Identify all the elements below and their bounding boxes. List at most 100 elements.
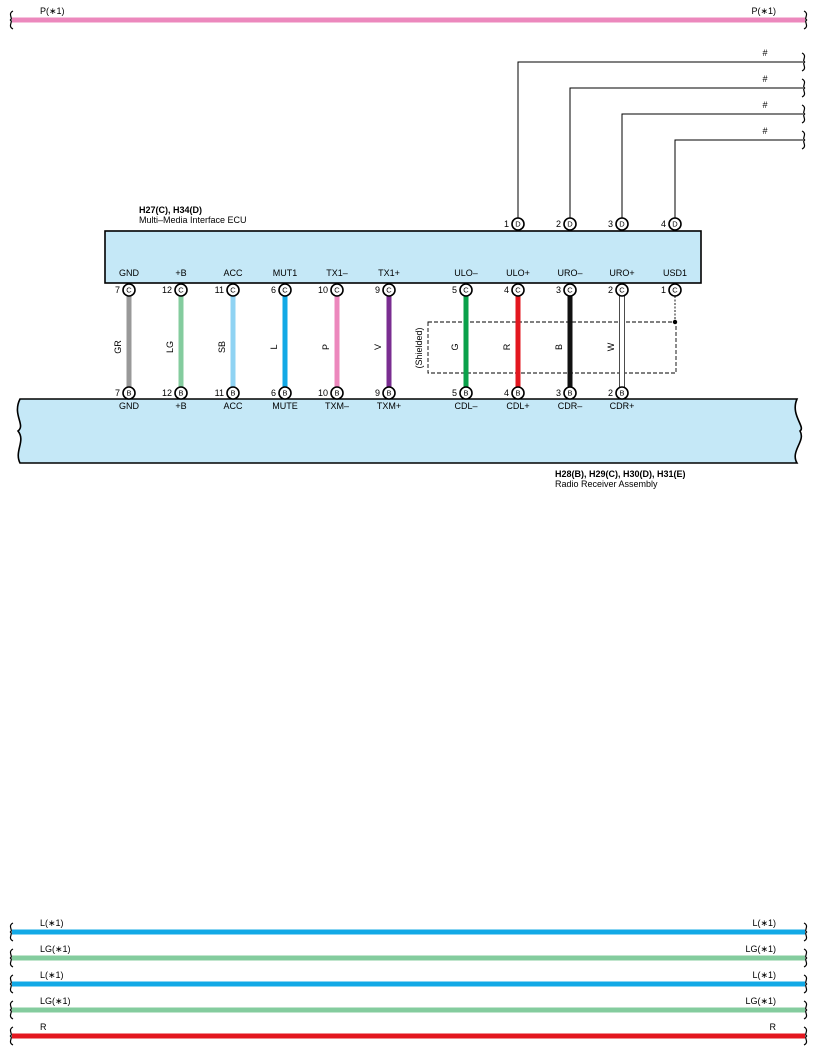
bottom-4-label-right: R: [770, 1022, 777, 1032]
top-connector: D: [668, 217, 682, 231]
lead-break: [801, 52, 806, 72]
radio-box: [16, 398, 803, 464]
top-connector: D: [563, 217, 577, 231]
lead-break: [801, 130, 806, 150]
ecu-pin-number: 2: [608, 285, 613, 295]
top-bus: P(∗1) P(∗1): [12, 6, 805, 23]
lead-wire: [569, 87, 803, 218]
radio-pin-number: 12: [162, 388, 172, 398]
ecu-name: Multi–Media Interface ECU: [139, 215, 247, 225]
radio-connector: B: [563, 386, 577, 400]
top-pin-number: 3: [608, 219, 613, 229]
connector-letter: B: [515, 389, 520, 398]
connector-ring: [226, 283, 240, 297]
radio-pin-number: 4: [504, 388, 509, 398]
lead-label: #: [762, 100, 767, 110]
ecu-pin-number: 10: [318, 285, 328, 295]
bottom-1-bus: LG(∗1)LG(∗1): [12, 944, 805, 961]
ecu-connector: C: [615, 283, 629, 297]
shield-label: (Shielded): [414, 327, 424, 368]
radio-pin-label: +B: [175, 401, 186, 411]
bottom-3-bus: LG(∗1)LG(∗1): [12, 996, 805, 1013]
wire-code: V: [373, 344, 383, 350]
radio-pin-number: 11: [215, 388, 224, 398]
usd-pin-number: 1: [661, 285, 666, 295]
bottom-0-left-break: [9, 922, 14, 942]
connector-ring: [563, 386, 577, 400]
connector-ring: [563, 283, 577, 297]
connector-letter: D: [619, 220, 625, 229]
radio-connector: B: [122, 386, 136, 400]
connector-ring: [511, 283, 525, 297]
radio-pin-number: 10: [318, 388, 328, 398]
radio-pin-label: ACC: [223, 401, 243, 411]
radio-connector: B: [226, 386, 240, 400]
radio-pin-label: TXM+: [377, 401, 401, 411]
connector-ring: [511, 217, 525, 231]
connector-letter: C: [619, 286, 625, 295]
connector-letter: B: [463, 389, 468, 398]
connector-ring: [615, 283, 629, 297]
connector-ring: [668, 217, 682, 231]
bottom-0-label-right: L(∗1): [752, 918, 776, 928]
top-pin-2: #3: [608, 100, 803, 229]
lead-label: #: [762, 74, 767, 84]
ecu-pin-number: 5: [452, 285, 457, 295]
bottom-0-label-left: L(∗1): [40, 918, 64, 928]
wire-5: TX1+TXM+V99: [373, 268, 401, 411]
lead-label: #: [762, 48, 767, 58]
radio-pin-number: 2: [608, 388, 613, 398]
ecu-pin-label: ACC: [223, 268, 243, 278]
top-pin-number: 1: [504, 219, 509, 229]
bottom-4-right-break: [803, 1026, 808, 1046]
ecu-connector: C: [563, 283, 577, 297]
bottom-1-left-break: [9, 948, 14, 968]
wire-code: B: [554, 344, 564, 350]
wire-code: G: [450, 343, 460, 350]
ecu-connector: C: [278, 283, 292, 297]
ecu-ids: H27(C), H34(D): [139, 205, 202, 215]
top-pin-1: #2: [556, 74, 803, 229]
top-label-right: P(∗1): [751, 6, 776, 16]
usd-connector: C: [668, 283, 682, 297]
lead-wire: [674, 139, 803, 218]
radio-pin-label: CDL–: [454, 401, 477, 411]
ecu-pin-label: URO+: [609, 268, 634, 278]
bottom-0-bus: L(∗1) L(∗1): [12, 918, 805, 935]
radio-connector: B: [615, 386, 629, 400]
radio-pin-label: GND: [119, 401, 140, 411]
ecu-pin-number: 3: [556, 285, 561, 295]
ecu-pin-label: +B: [175, 268, 186, 278]
connector-letter: C: [282, 286, 288, 295]
connector-letter: C: [126, 286, 132, 295]
connector-ring: [278, 386, 292, 400]
wire-code: SB: [217, 341, 227, 353]
ecu-connector: C: [459, 283, 473, 297]
bottom-2-left-break: [9, 974, 14, 994]
radio-connector: B: [382, 386, 396, 400]
bottom-3-right-break: [803, 1000, 808, 1020]
connector-letter: C: [463, 286, 469, 295]
radio-connector: B: [174, 386, 188, 400]
connector-ring: [615, 386, 629, 400]
lead-wire: [621, 113, 803, 218]
ecu-pin-number: 7: [115, 285, 120, 295]
top-right-break: [803, 10, 808, 30]
connector-ring: [330, 283, 344, 297]
ecu-pin-label: ULO–: [454, 268, 478, 278]
top-pin-3: #4: [661, 126, 803, 229]
connector-letter: C: [334, 286, 340, 295]
usd-label: USD1: [663, 268, 687, 278]
ecu-pin-label: MUT1: [273, 268, 298, 278]
bottom-2-bus: L(∗1)L(∗1): [12, 970, 805, 987]
top-label-left: P(∗1): [40, 6, 65, 16]
connector-ring: [459, 283, 473, 297]
connector-ring: [668, 283, 682, 297]
wire-6: ULO–CDL–G55: [450, 268, 478, 411]
wire-code: L: [269, 344, 279, 349]
connector-letter: C: [230, 286, 236, 295]
ecu-pin-label: GND: [119, 268, 140, 278]
radio-pin-number: 9: [375, 388, 380, 398]
